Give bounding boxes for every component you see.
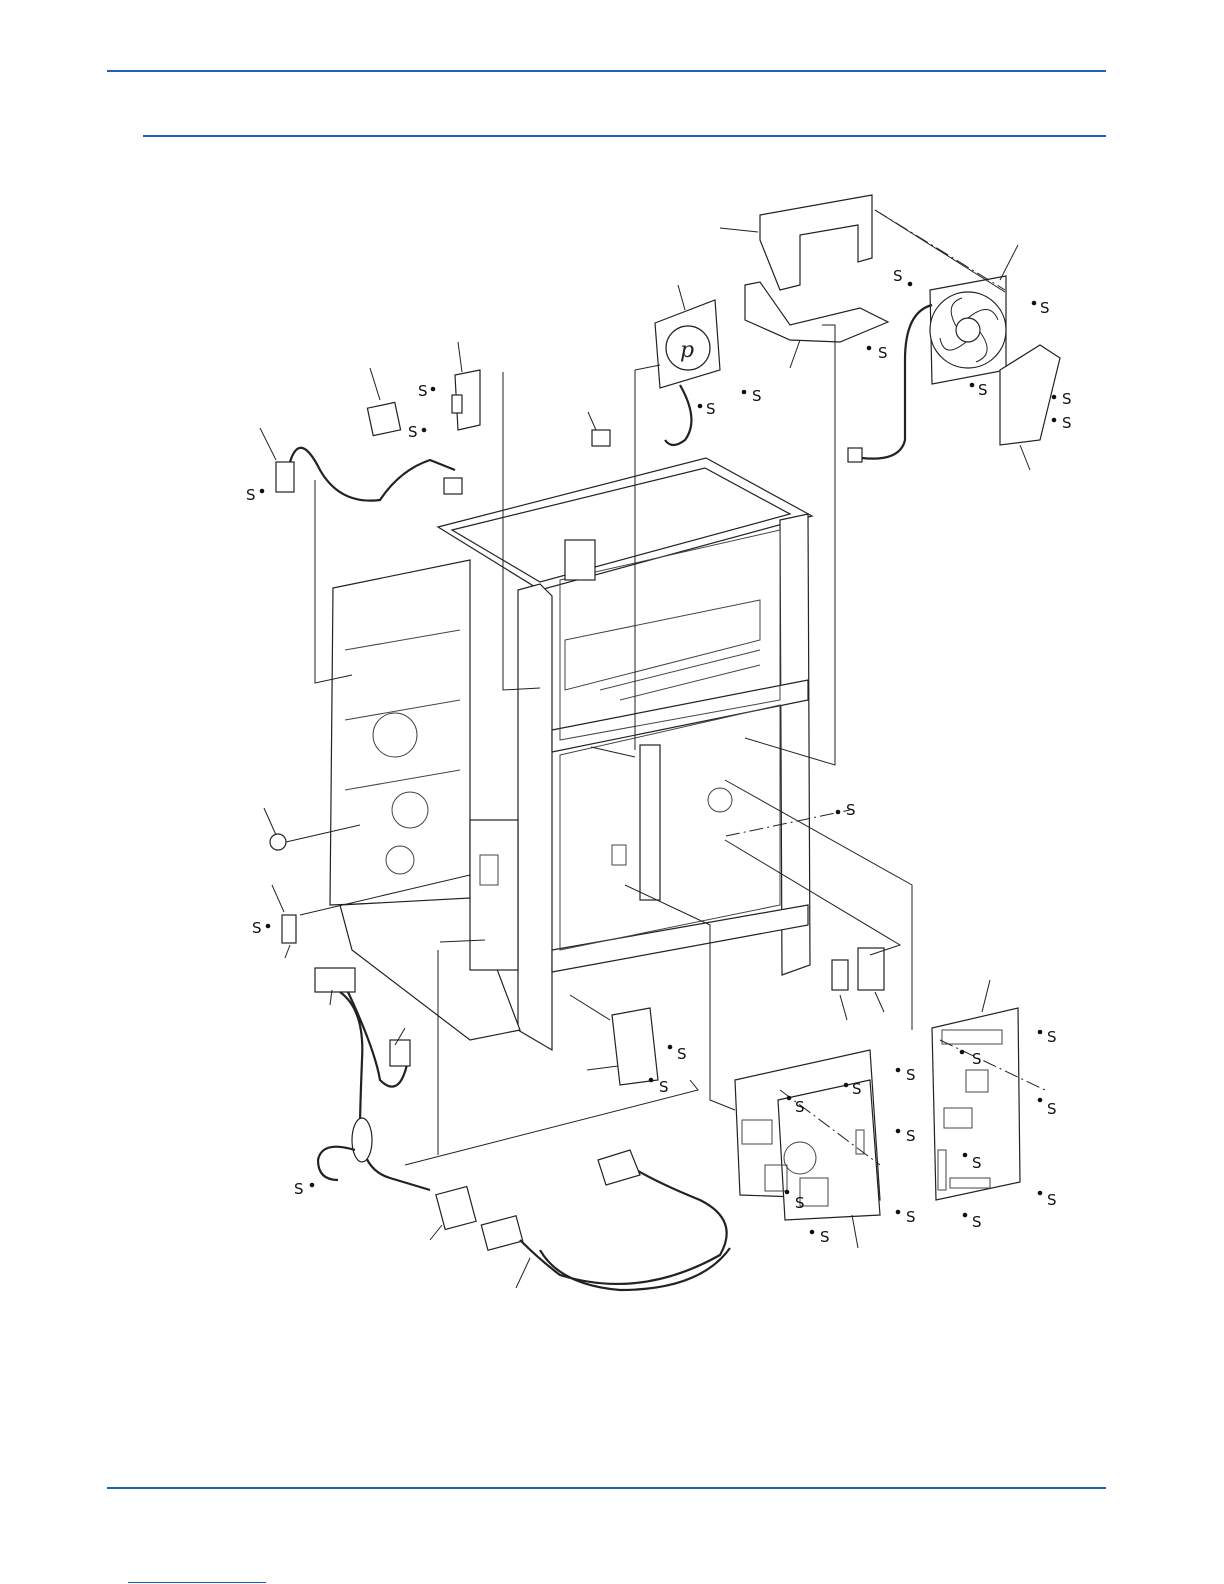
small-connector — [588, 412, 610, 446]
svg-text:S: S — [418, 382, 428, 400]
screw-bracket-1: S — [668, 1045, 687, 1063]
frame-middle-crossbar — [552, 680, 808, 752]
screw-ground: S — [294, 1180, 314, 1198]
svg-text:S: S — [252, 919, 262, 937]
power-switch — [367, 368, 400, 436]
switch-bracket — [452, 342, 480, 430]
drive-motor: p — [655, 285, 720, 445]
frame-center-rail — [640, 745, 660, 900]
svg-text:S: S — [1047, 1191, 1057, 1209]
screw-switch-top: S — [418, 382, 435, 400]
screw-fan-bracket: S — [867, 344, 888, 362]
screw-psu-1: S — [896, 1066, 916, 1084]
svg-text:S: S — [972, 1154, 982, 1172]
screw-sensor-left: S — [252, 919, 270, 937]
screw-pwb-6: S — [963, 1213, 982, 1231]
screw-fan-bottom: S — [970, 381, 988, 399]
fan-duct-upper — [720, 195, 872, 290]
power-cord — [481, 1150, 730, 1290]
svg-text:S: S — [1062, 414, 1072, 432]
cooling-fan — [848, 245, 1018, 462]
svg-text:S: S — [972, 1213, 982, 1231]
lower-bracket — [587, 1008, 658, 1085]
fan-duct-lower — [745, 282, 888, 368]
svg-text:S: S — [846, 801, 856, 819]
main-frame — [330, 458, 812, 1050]
svg-text:S: S — [659, 1078, 669, 1096]
connector-block — [858, 948, 884, 1012]
svg-text:S: S — [795, 1098, 805, 1116]
svg-text:S: S — [246, 486, 256, 504]
frame-inner-plate — [470, 820, 518, 970]
ac-inlet — [430, 1186, 476, 1240]
screw-fan-duct-right-2: S — [1052, 414, 1072, 432]
screw-pwb-1: S — [1038, 1028, 1057, 1046]
frame-top-plate — [438, 458, 812, 590]
switch-sensor-board — [832, 960, 848, 1020]
screw-fan-top: S — [1032, 299, 1050, 317]
svg-text:S: S — [893, 267, 903, 285]
svg-text:S: S — [408, 423, 418, 441]
screw-pwb-3: S — [1038, 1098, 1057, 1118]
screw-bracket-2: S — [649, 1078, 669, 1096]
screw-psu-4: S — [896, 1127, 916, 1145]
svg-text:S: S — [1047, 1028, 1057, 1046]
frame-left-side — [330, 560, 470, 905]
frame-front-left-column — [518, 584, 552, 1050]
screw-fan-duct-left: S — [893, 267, 912, 286]
screw-harness-left: S — [246, 486, 264, 504]
screw-motor-left: S — [698, 400, 716, 418]
screw-pwb-5: S — [1038, 1191, 1057, 1209]
svg-text:S: S — [1040, 299, 1050, 317]
svg-text:S: S — [1062, 390, 1072, 408]
svg-text:S: S — [795, 1194, 805, 1212]
frame-bottom-crossbar — [552, 905, 808, 972]
screw-motor-right: S — [742, 387, 762, 405]
svg-text:S: S — [972, 1050, 982, 1068]
screw-psu-7: S — [810, 1228, 830, 1246]
screw-psu-6: S — [896, 1208, 916, 1226]
svg-text:S: S — [1047, 1100, 1057, 1118]
screw-frame-mid: S — [836, 801, 856, 819]
svg-text:S: S — [878, 344, 888, 362]
svg-text:S: S — [906, 1066, 916, 1084]
fan-bracket — [1000, 345, 1060, 470]
svg-text:S: S — [906, 1208, 916, 1226]
svg-text:S: S — [677, 1045, 687, 1063]
ac-harness — [315, 968, 430, 1190]
svg-text:S: S — [752, 387, 762, 405]
svg-text:S: S — [706, 400, 716, 418]
svg-text:S: S — [978, 381, 988, 399]
screw-switch-bottom: S — [408, 423, 426, 441]
interlock-harness — [260, 428, 462, 501]
svg-text:S: S — [820, 1228, 830, 1246]
svg-text:p: p — [680, 338, 694, 363]
svg-text:S: S — [852, 1080, 862, 1098]
screw-fan-duct-right-1: S — [1052, 390, 1072, 408]
svg-text:S: S — [294, 1180, 304, 1198]
svg-text:S: S — [906, 1127, 916, 1145]
